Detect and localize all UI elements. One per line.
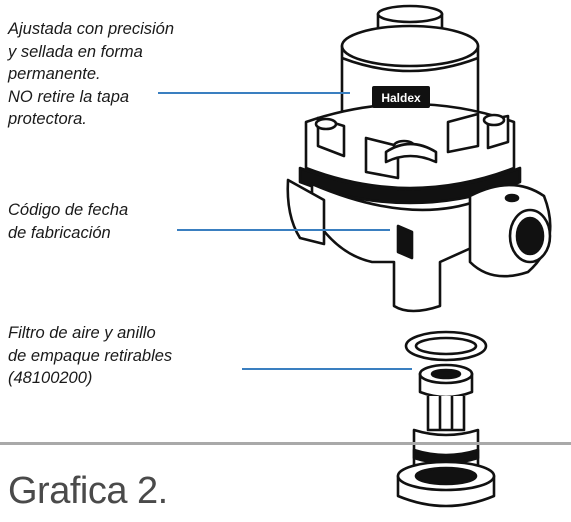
callout-line: de fabricación [8, 223, 111, 242]
leader-line-air-filter [242, 368, 412, 370]
haldex-badge: Haldex [372, 86, 430, 108]
seal-band [298, 166, 522, 205]
callout-line: y sellada en forma [8, 42, 143, 61]
leader-line-date-code [177, 229, 390, 231]
callout-line: NO retire la tapa [8, 87, 130, 106]
callout-line: protectora. [8, 110, 87, 128]
o-ring [404, 330, 488, 362]
callout-line: permanente. [8, 65, 101, 83]
figure-caption: Grafica 2. [8, 470, 168, 512]
divider-rule [0, 442, 571, 445]
callout-line: Código de fecha [8, 201, 129, 219]
air-filter [396, 363, 496, 508]
leader-line-precision [158, 92, 350, 94]
valve-lower-body [286, 178, 552, 313]
callout-air-filter: Filtro de aire y anillo de empaque retir… [8, 322, 172, 390]
callout-line: Ajustada con precisión [8, 20, 175, 38]
callout-line: de empaque retirables [8, 346, 173, 365]
valve-upper-body [304, 102, 516, 190]
callout-line: Filtro de aire y anillo [8, 324, 156, 342]
callout-date-code: Código de fecha de fabricación [8, 199, 128, 244]
callout-line: (48100200) [8, 369, 93, 387]
callout-precision-seal: Ajustada con precisión y sellada en form… [8, 18, 174, 131]
brand-label: Haldex [381, 91, 421, 105]
